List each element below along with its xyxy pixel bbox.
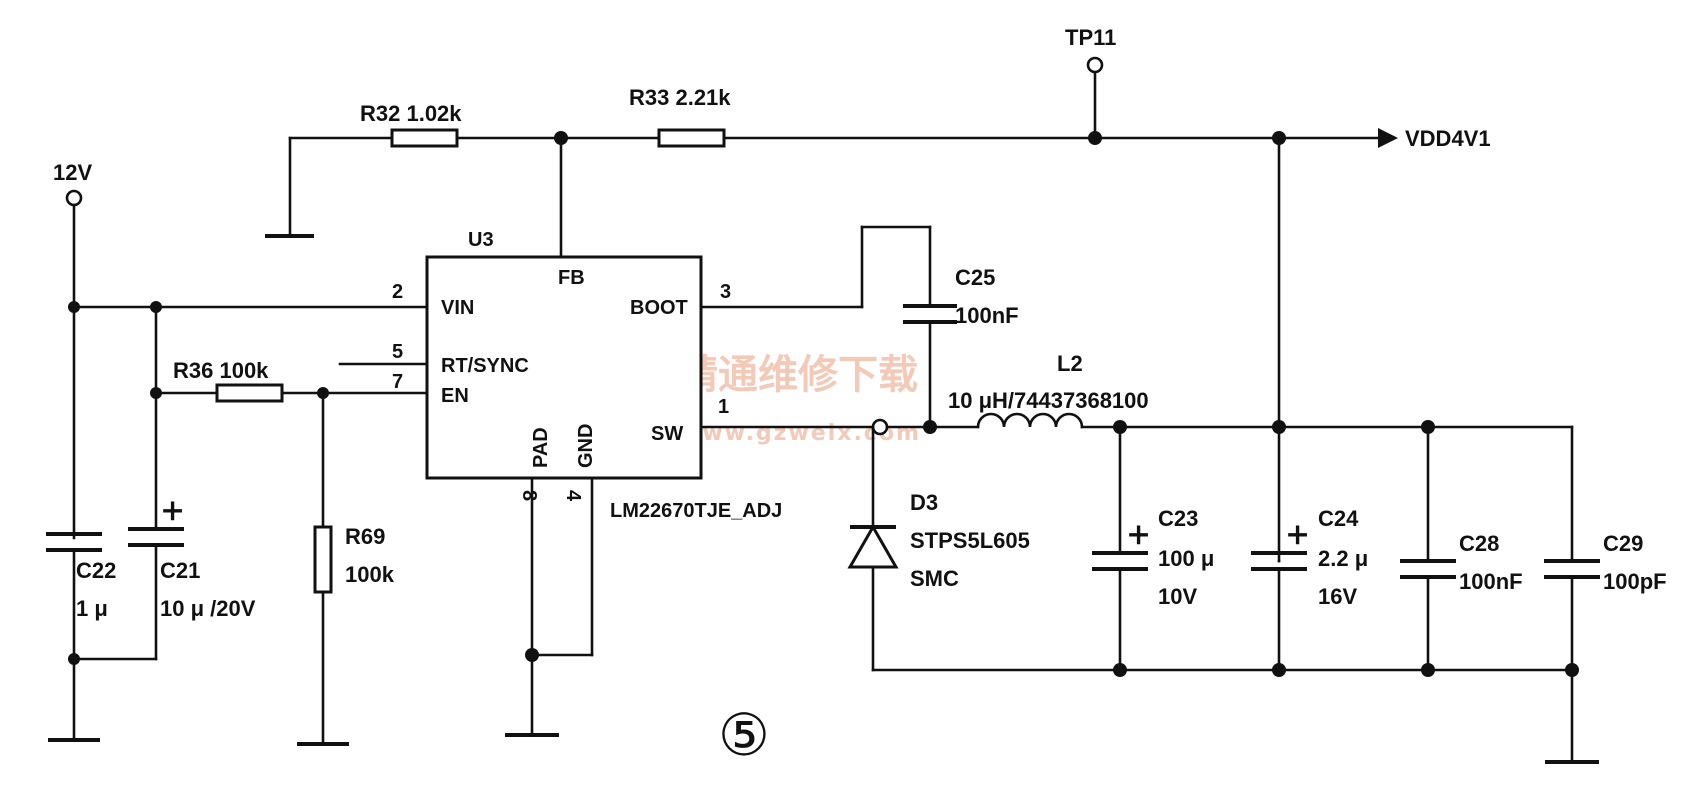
c24-value: 2.2 μ (1318, 546, 1368, 571)
c24-voltage: 16V (1318, 584, 1357, 609)
pin-vin-number: 2 (392, 281, 403, 303)
vout-label: VDD4V1 (1405, 126, 1491, 151)
sw-test-point (871, 418, 889, 436)
capacitor-c22: C22 1 μ (46, 532, 116, 742)
vout-arrow (1378, 128, 1398, 148)
ic-body (425, 255, 703, 480)
pin-pad-label: PAD (530, 427, 552, 468)
capacitor-c28: C28 100nF (1400, 425, 1523, 672)
c22-ref: C22 (76, 558, 116, 583)
r33-body (657, 128, 726, 148)
r69-value: 100k (345, 562, 395, 587)
pin-fb-label: FB (558, 267, 585, 289)
r36-label: R36 100k (173, 358, 269, 383)
junction (68, 301, 80, 313)
c23-voltage: 10V (1158, 584, 1197, 609)
junction (525, 648, 539, 662)
r32-body (390, 128, 459, 148)
r33-label: R33 2.21k (629, 85, 731, 110)
pin-boot-label: BOOT (630, 297, 688, 319)
capacitor-c21: + C21 10 μ /20V (128, 493, 256, 661)
pin-en-label: EN (441, 385, 469, 407)
pin-sw-label: SW (651, 423, 683, 445)
c24-polarity: + (1285, 517, 1310, 552)
l2-value: 10 μH/74437368100 (948, 388, 1149, 413)
pin-rtsync-label: RT/SYNC (441, 355, 529, 377)
ic-part-number: LM22670TJE_ADJ (610, 500, 782, 522)
inductor-l2: L2 10 μH/74437368100 (948, 351, 1574, 429)
pin-gnd-label: GND (575, 424, 597, 468)
c22-value: 1 μ (76, 596, 108, 621)
r32-label: R32 1.02k (360, 101, 462, 126)
diode-d3: D3 STPS5L605 SMC (847, 425, 1574, 672)
c25-ref: C25 (955, 265, 995, 290)
pin-boot-number: 3 (720, 281, 731, 303)
c28-value: 100nF (1459, 569, 1523, 594)
junction (68, 653, 80, 665)
switch-node (699, 418, 980, 436)
c24-ref: C24 (1318, 506, 1359, 531)
ic-u3: U3 FB VIN 2 RT/SYNC 5 EN 7 BOOT 3 SW 1 P… (392, 229, 782, 737)
pin-gnd-number: 4 (562, 490, 584, 502)
12v-label: 12V (53, 160, 92, 185)
c21-ref: C21 (160, 558, 200, 583)
c29-ref: C29 (1603, 531, 1643, 556)
resistor-r69: R69 100k (297, 391, 395, 746)
c29-value: 100pF (1603, 569, 1667, 594)
tp11-terminal (1086, 56, 1104, 74)
feedback-network: R32 1.02k R33 2.21k VDD4V1 TP11 (265, 25, 1491, 563)
r69-ref: R69 (345, 524, 385, 549)
capacitor-c24: + C24 2.2 μ 16V (1251, 506, 1368, 672)
ic-ref: U3 (468, 229, 494, 251)
c23-value: 100 μ (1158, 546, 1214, 571)
output-junctions (1113, 420, 1579, 677)
c23-ref: C23 (1158, 506, 1198, 531)
d3-package: SMC (910, 566, 959, 591)
12v-terminal (65, 189, 83, 207)
pin-sw-number: 1 (718, 396, 729, 418)
c21-value: 10 μ /20V (160, 596, 256, 621)
resistor-r36: R36 100k (154, 358, 429, 403)
pin-pad-number: 8 (518, 490, 540, 501)
capacitor-c29: C29 100pF (1544, 425, 1667, 764)
input-12v-section: 12V (53, 160, 429, 540)
pin-rtsync-number: 5 (392, 341, 403, 363)
input-ground (48, 653, 158, 742)
boot-capacitor-c25: C25 100nF (699, 225, 1019, 429)
c23-polarity: + (1126, 517, 1151, 552)
c28-ref: C28 (1459, 531, 1499, 556)
c21-polarity: + (160, 493, 185, 528)
figure-number: ⑤ (718, 701, 770, 769)
tp11-label: TP11 (1065, 25, 1116, 50)
capacitor-c23: + C23 100 μ 10V (1092, 425, 1214, 672)
c25-value: 100nF (955, 303, 1019, 328)
pin-en-number: 7 (392, 371, 403, 393)
junction (923, 420, 937, 434)
watermark-text: 精通维修下载 (678, 352, 918, 398)
pin-vin-label: VIN (441, 297, 474, 319)
d3-ref: D3 (910, 490, 938, 515)
l2-ref: L2 (1057, 351, 1083, 376)
d3-part: STPS5L605 (910, 528, 1030, 553)
